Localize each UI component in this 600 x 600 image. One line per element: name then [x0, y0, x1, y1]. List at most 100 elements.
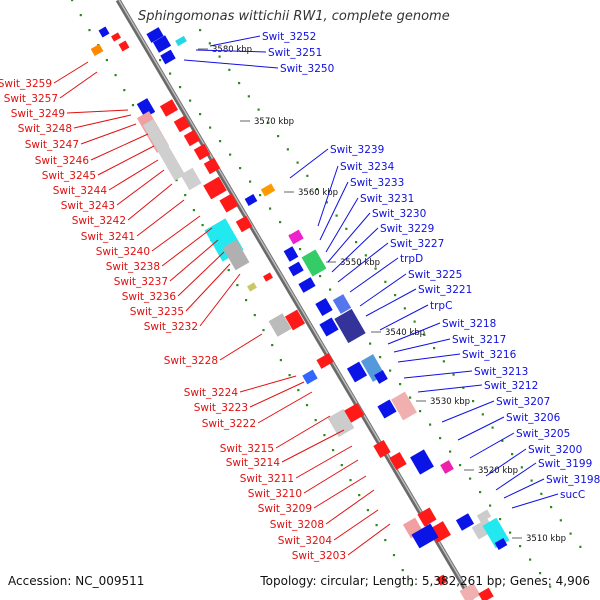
- left-gene-label: Swit_3240: [96, 246, 150, 258]
- gc-dot: [297, 389, 300, 392]
- reverse-gene: [315, 297, 333, 317]
- scale-tick-label: 3570 kbp: [254, 117, 294, 127]
- gc-dot: [88, 29, 91, 32]
- forward-gene: [235, 215, 253, 233]
- reverse-gene: [288, 261, 304, 277]
- left-gene-label: Swit_3241: [81, 231, 135, 243]
- gc-dot: [199, 113, 202, 116]
- label-leader-line: [177, 251, 225, 297]
- backbone-line: [115, 0, 475, 600]
- label-leader-line: [161, 227, 213, 267]
- gc-dot: [332, 449, 335, 452]
- left-gene-label: Swit_3245: [42, 170, 96, 182]
- gene-feature: [288, 229, 304, 245]
- right-gene-label: Swit_3205: [516, 428, 570, 440]
- gc-dot: [329, 288, 332, 291]
- left-gene-label: Swit_3249: [11, 108, 65, 120]
- gc-dot: [379, 356, 382, 359]
- label-leader-line: [511, 493, 559, 509]
- left-gene-label: Swit_3259: [0, 78, 52, 90]
- gc-dot: [559, 519, 562, 522]
- label-leader-line: [257, 391, 313, 424]
- gc-dot: [410, 584, 413, 587]
- left-gene-label: Swit_3244: [53, 185, 108, 197]
- left-gene-label: Swit_3243: [61, 200, 115, 212]
- forward-gene: [389, 451, 407, 471]
- gc-dot: [384, 280, 387, 283]
- genome-title: Sphingomonas wittichii RW1, complete gen…: [138, 9, 450, 24]
- gc-dot: [277, 135, 280, 138]
- label-leader-line: [73, 114, 132, 129]
- gene-feature: [476, 509, 492, 523]
- gc-dot: [335, 214, 338, 217]
- backbone-highlight: [118, 0, 474, 600]
- right-gene-label: Swit_3200: [528, 444, 582, 456]
- genome-backbone: [115, 0, 475, 600]
- gc-dot: [489, 504, 492, 507]
- gc-dot: [530, 479, 533, 482]
- left-gene-label: Swit_3222: [202, 418, 256, 430]
- gc-dot: [271, 344, 274, 347]
- gc-dot: [392, 554, 396, 557]
- gc-dot: [569, 532, 572, 535]
- gc-dot: [325, 201, 328, 204]
- label-leader-line: [281, 429, 345, 463]
- gc-dot: [184, 194, 187, 197]
- gene-feature: [268, 313, 292, 337]
- gc-dot: [423, 333, 426, 336]
- gc-dot: [314, 419, 317, 422]
- label-leader-line: [337, 242, 389, 283]
- gc-dot: [472, 400, 475, 403]
- gc-dot: [316, 188, 319, 191]
- gc-dot: [114, 74, 117, 77]
- gc-dot: [509, 531, 512, 534]
- forward-gene: [159, 99, 179, 117]
- gc-dot: [105, 59, 108, 62]
- label-leader-line: [379, 304, 429, 331]
- label-leader-line: [169, 239, 219, 282]
- gc-dot: [319, 275, 322, 278]
- gc-dot: [384, 539, 387, 542]
- right-gene-label: Swit_3225: [408, 269, 462, 281]
- label-leader-line: [199, 273, 241, 327]
- right-gene-label: Swit_3207: [496, 396, 550, 408]
- left-gene-label: Swit_3204: [278, 535, 333, 547]
- label-leader-line: [387, 322, 441, 345]
- gc-dot: [449, 450, 452, 453]
- label-leader-line: [90, 133, 149, 161]
- left-gene-label: Swit_3238: [106, 261, 160, 273]
- label-leader-line: [347, 523, 391, 556]
- gene-feature: [332, 294, 352, 314]
- right-gene-label: Swit_3251: [268, 47, 322, 59]
- gc-dot: [364, 254, 367, 257]
- right-gene-label: sucC: [560, 489, 585, 501]
- label-leader-line: [97, 145, 155, 176]
- gc-dot: [323, 434, 326, 437]
- topology-summary: Topology: circular; Length: 5,382,261 bp…: [260, 574, 590, 588]
- forward-gene: [478, 587, 494, 600]
- gc-dot: [179, 86, 182, 89]
- gc-dot: [286, 148, 289, 151]
- gc-dot: [257, 108, 260, 111]
- reverse-gene: [377, 399, 397, 419]
- right-gene-label: Swit_3252: [262, 31, 316, 43]
- forward-gene: [343, 402, 365, 424]
- gc-dot: [245, 299, 248, 302]
- gc-dot: [401, 569, 404, 572]
- forward-gene: [284, 309, 306, 331]
- gc-dot: [459, 464, 462, 467]
- gene-feature: [327, 408, 355, 438]
- label-leader-line: [183, 59, 279, 69]
- gc-dot: [209, 126, 212, 129]
- label-leader-line: [80, 123, 137, 145]
- label-leader-line: [319, 181, 349, 241]
- gene-feature: [222, 239, 250, 271]
- right-gene-label: Swit_3213: [474, 366, 528, 378]
- left-gene-labels: Swit_3259Swit_3257Swit_3249Swit_3248Swit…: [0, 61, 391, 562]
- gc-dot: [452, 373, 455, 376]
- label-leader-line: [66, 109, 129, 114]
- label-leader-line: [325, 197, 359, 253]
- gc-dot: [519, 545, 522, 548]
- gc-dot: [249, 180, 252, 183]
- gc-dot: [462, 386, 465, 389]
